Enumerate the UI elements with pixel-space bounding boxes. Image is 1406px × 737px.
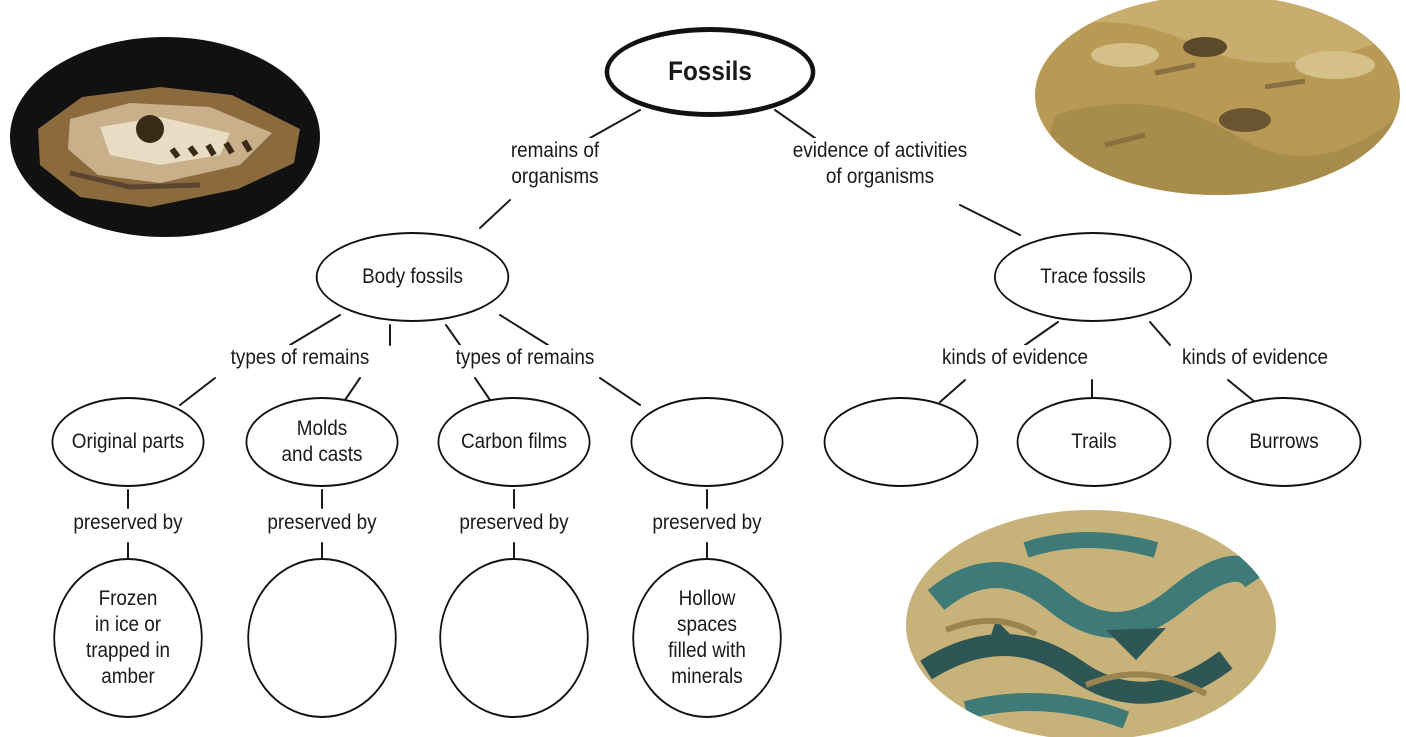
node-blank-carbon-preservation <box>439 558 588 718</box>
connector-kinds-burrows <box>1228 380 1255 402</box>
node-fossils: Fossils <box>605 27 816 117</box>
node-carbon-films-text: Carbon films <box>461 429 567 455</box>
label-preserved-by-blank: preserved by <box>651 510 764 536</box>
connector-types-original <box>180 378 215 405</box>
node-fossils-text: Fossils <box>668 55 752 89</box>
connector-trace-kinds-right <box>1150 322 1170 345</box>
node-burrows-text: Burrows <box>1249 429 1318 455</box>
node-carbon-films: Carbon films <box>438 397 591 487</box>
connector-types-empty <box>600 378 640 405</box>
label-kinds-of-evidence-left: kinds of evidence <box>940 345 1090 371</box>
burrow-fossil-photo <box>906 510 1276 737</box>
node-blank-trace-kind <box>824 397 979 487</box>
node-body-fossils: Body fossils <box>316 232 510 322</box>
node-trace-fossils-text: Trace fossils <box>1040 264 1145 290</box>
label-evidence-of-activities: evidence of activities of organisms <box>791 138 969 189</box>
label-types-of-remains-left: types of remains <box>229 345 371 371</box>
node-hollow-spaces-text: Hollow spaces filled with minerals <box>668 586 746 691</box>
node-trace-fossils: Trace fossils <box>994 232 1192 322</box>
node-frozen-or-amber-text: Frozen in ice or trapped in amber <box>86 586 170 691</box>
node-blank-body-type <box>631 397 784 487</box>
connector-body-types-right <box>446 325 460 345</box>
node-original-parts: Original parts <box>52 397 205 487</box>
label-preserved-by-molds: preserved by <box>266 510 379 536</box>
node-molds-and-casts-text: Molds and casts <box>282 416 363 469</box>
label-kinds-of-evidence-right: kinds of evidence <box>1180 345 1330 371</box>
connector-trace-kinds-left <box>1025 322 1058 345</box>
node-body-fossils-text: Body fossils <box>362 264 463 290</box>
label-types-of-remains-right: types of remains <box>454 345 596 371</box>
connector-body-types-right-2 <box>500 315 548 345</box>
node-trails-text: Trails <box>1071 429 1117 455</box>
node-original-parts-text: Original parts <box>72 429 184 455</box>
connector-fossils-evidence <box>775 110 815 138</box>
label-remains-of-organisms: remains of organisms <box>509 138 601 189</box>
node-burrows: Burrows <box>1207 397 1362 487</box>
connector-fossils-remains <box>590 110 640 138</box>
connector-kinds-empty <box>940 380 965 402</box>
fossil-skull-photo <box>10 37 320 237</box>
node-trails: Trails <box>1017 397 1172 487</box>
node-frozen-or-amber: Frozen in ice or trapped in amber <box>53 558 202 718</box>
node-molds-and-casts: Molds and casts <box>246 397 399 487</box>
connector-evidence-trace <box>960 205 1020 235</box>
node-hollow-spaces: Hollow spaces filled with minerals <box>632 558 781 718</box>
connector-remains-body <box>480 200 510 228</box>
connector-body-types-left <box>290 315 340 345</box>
connector-types-carbon <box>475 378 490 400</box>
trace-fossil-footprints-photo <box>1035 0 1400 195</box>
connector-types-molds <box>345 378 360 400</box>
label-preserved-by-original: preserved by <box>72 510 185 536</box>
label-preserved-by-carbon: preserved by <box>458 510 571 536</box>
node-blank-molds-preservation <box>247 558 396 718</box>
